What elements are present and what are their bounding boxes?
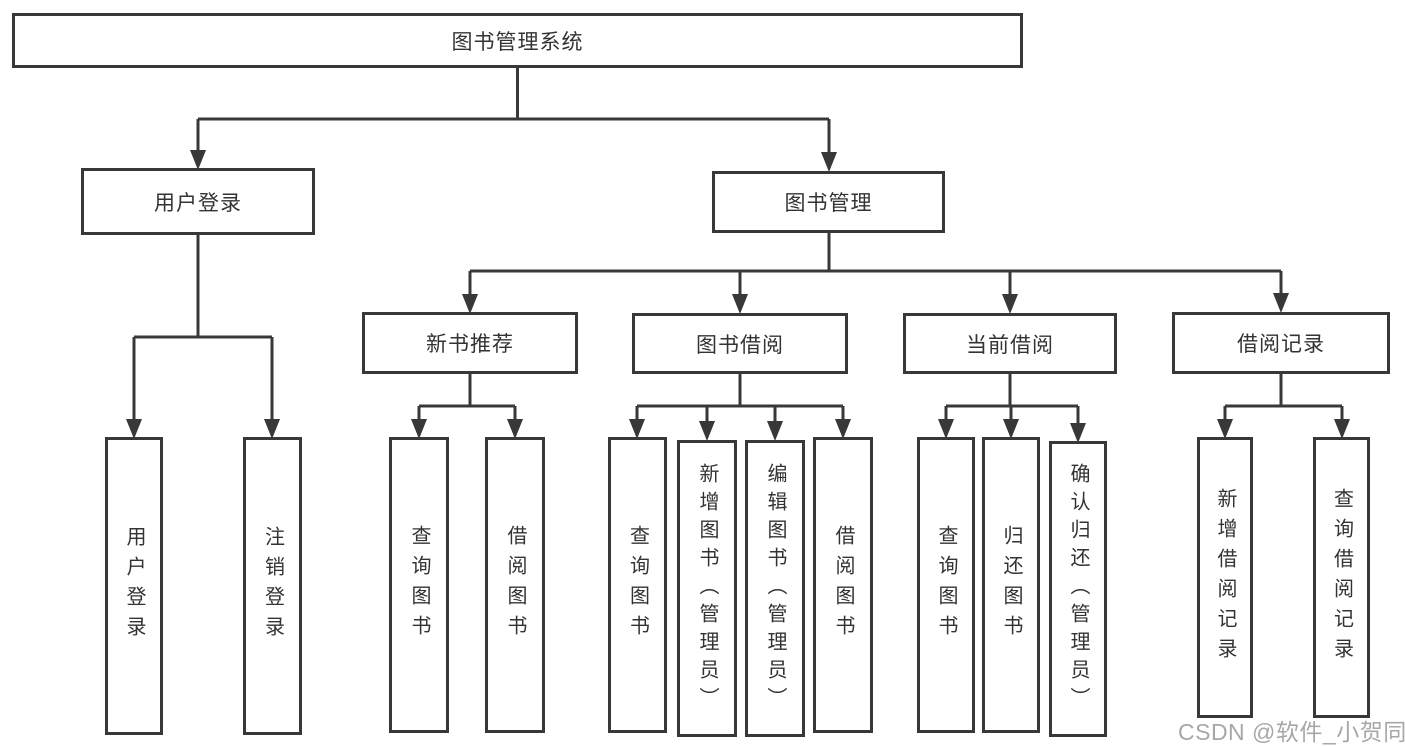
- leaf-bb-add-books-admin: 新增图书（管理员）: [677, 440, 737, 737]
- leaf-cb-confirm-return-admin: 确认归还（管理员）: [1049, 441, 1107, 737]
- arrowhead: [190, 150, 206, 170]
- arrowhead: [835, 419, 851, 439]
- leaf-br-query-record: 查询借阅记录: [1313, 437, 1370, 718]
- leaf-label: 借阅图书: [504, 525, 526, 645]
- node-label: 图书借阅: [696, 333, 784, 357]
- arrowhead: [264, 419, 280, 439]
- node-borrow-records: 借阅记录: [1172, 312, 1390, 374]
- arrowhead: [1334, 419, 1350, 439]
- leaf-label: 借阅图书: [832, 525, 854, 645]
- arrowhead: [1217, 419, 1233, 439]
- leaf-cb-query-books: 查询图书: [917, 437, 975, 733]
- leaf-label: 编辑图书（管理员）: [764, 462, 786, 715]
- leaf-bb-borrow-books: 借阅图书: [813, 437, 873, 733]
- node-label: 图书管理系统: [451, 30, 584, 54]
- leaf-bb-edit-books-admin: 编辑图书（管理员）: [745, 440, 805, 737]
- leaf-label: 确认归还（管理员）: [1067, 463, 1089, 715]
- arrowhead: [629, 419, 645, 439]
- arrowhead: [767, 421, 783, 441]
- arrowhead: [821, 152, 837, 172]
- arrowhead: [462, 294, 478, 314]
- leaf-label: 查询图书: [935, 525, 957, 645]
- node-label: 用户登录: [154, 191, 242, 215]
- csdn-watermark: CSDN @软件_小贺同学: [1178, 719, 1405, 745]
- leaf-label: 新增借阅记录: [1214, 487, 1236, 668]
- node-current-borrowing: 当前借阅: [903, 313, 1117, 374]
- arrowhead: [507, 419, 523, 439]
- arrowhead: [1273, 293, 1289, 313]
- node-label: 当前借阅: [966, 333, 1054, 357]
- leaf-label: 新增图书（管理员）: [696, 462, 718, 715]
- node-user-login: 用户登录: [81, 168, 315, 235]
- node-new-book-recommend: 新书推荐: [362, 312, 578, 374]
- leaf-label: 查询借阅记录: [1330, 487, 1353, 668]
- arrowhead: [1002, 294, 1018, 314]
- arrowhead: [938, 419, 954, 439]
- leaf-logout-login: 注销登录: [243, 437, 302, 735]
- leaf-br-add-record: 新增借阅记录: [1197, 437, 1253, 718]
- node-book-borrowing: 图书借阅: [632, 313, 848, 374]
- leaf-nbr-query-books: 查询图书: [389, 437, 449, 733]
- leaf-label: 用户登录: [123, 526, 145, 646]
- leaf-label: 查询图书: [626, 525, 649, 645]
- arrowhead: [1003, 419, 1019, 439]
- leaf-cb-return-books: 归还图书: [982, 437, 1040, 733]
- leaf-nbr-borrow-books: 借阅图书: [485, 437, 545, 733]
- node-book-management: 图书管理: [712, 171, 945, 233]
- arrowhead: [699, 421, 715, 441]
- arrowhead: [732, 294, 748, 314]
- node-label: 图书管理: [784, 192, 873, 215]
- arrowhead: [1070, 423, 1086, 443]
- leaf-label: 归还图书: [1000, 525, 1022, 645]
- node-library-management-system: 图书管理系统: [12, 13, 1023, 68]
- node-label: 借阅记录: [1237, 333, 1325, 356]
- leaf-bb-query-books: 查询图书: [608, 437, 667, 733]
- leaf-user-login: 用户登录: [105, 437, 163, 735]
- leaf-label: 注销登录: [261, 526, 284, 646]
- node-label: 新书推荐: [426, 333, 514, 356]
- arrowhead: [126, 419, 142, 439]
- leaf-label: 查询图书: [408, 525, 430, 645]
- arrowhead: [411, 419, 427, 439]
